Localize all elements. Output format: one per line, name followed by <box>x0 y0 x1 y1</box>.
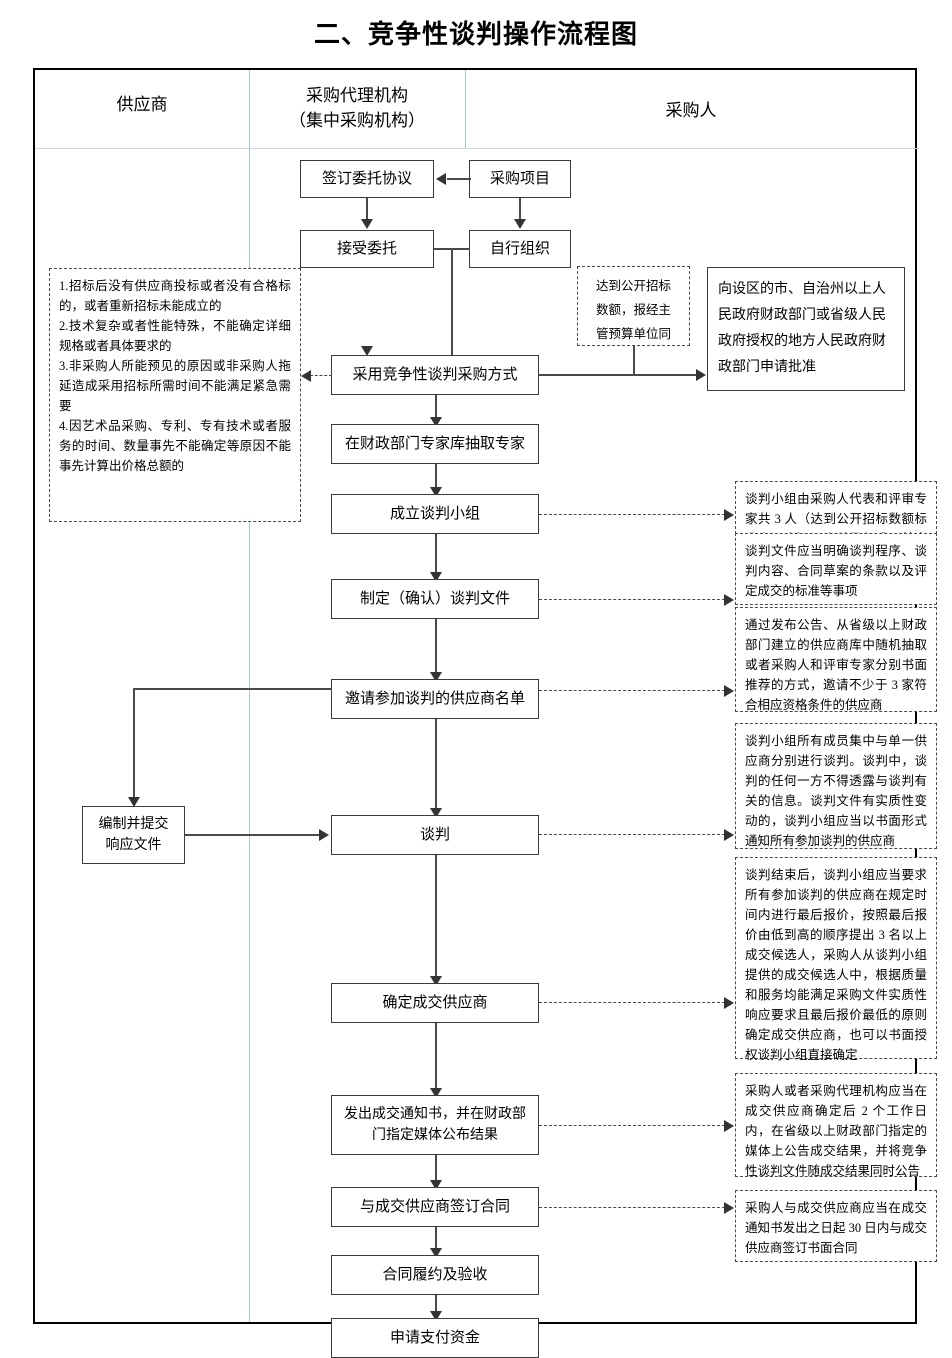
dashed-determine-to-note <box>539 1002 725 1003</box>
note-announce-rules: 采购人或者采购代理机构应当在成交供应商确定后 2 个工作日内，在省级以上财政部门… <box>735 1073 937 1178</box>
note-budget-line3: 管预算单位同 <box>595 327 671 341</box>
arrowhead-draw-to-group <box>430 487 442 497</box>
dashed-group-to-note <box>539 514 725 515</box>
arrowhead-group-to-docs <box>430 572 442 582</box>
lane-divider-2 <box>465 70 466 148</box>
arrowhead-notice-to-contract <box>430 1180 442 1190</box>
lane-title-supplier: 供应商 <box>116 95 168 114</box>
arrowhead-invite-to-note <box>724 685 734 697</box>
node-perform-accept[interactable]: 合同履约及验收 <box>331 1255 539 1295</box>
arrowhead-contract-to-note <box>724 1202 734 1214</box>
node-negotiation[interactable]: 谈判 <box>331 815 539 855</box>
arrowhead-perform-to-payment <box>430 1311 442 1321</box>
lane-divider-1 <box>249 70 250 1322</box>
node-prepare-response-line1: 编制并提交 <box>98 817 169 832</box>
note-condition-4: 4.因艺术品采购、专利、专有技术或者服务的时间、数量事先不能确定等原因不能事先计… <box>59 419 291 473</box>
connector-project-to-sign <box>447 178 471 180</box>
connector-sign-to-accept <box>366 198 368 220</box>
node-form-group[interactable]: 成立谈判小组 <box>331 494 539 534</box>
page-title: 二、竞争性谈判操作流程图 <box>313 20 638 49</box>
node-purchase-project[interactable]: 采购项目 <box>469 160 571 198</box>
note-budget-line1: 达到公开招标 <box>595 279 671 293</box>
lane-title-agency-line2: （集中采购机构） <box>289 111 425 130</box>
arrowhead-determine-to-notice <box>430 1088 442 1098</box>
connector-invite-to-negotiation <box>435 719 437 812</box>
dashed-adopt-to-conditions <box>310 375 332 376</box>
note-contract-rules: 采购人与成交供应商应当在成交通知书发出之日起 30 日内与成交供应商签订书面合同 <box>735 1190 937 1262</box>
arrowhead-adopt-to-conditions <box>301 370 311 382</box>
arrowhead-docs-to-note <box>724 594 734 606</box>
arrowhead-sign-to-accept <box>361 219 373 229</box>
note-condition-3: 3.非采购人所能预见的原因或非采购人拖延造成采用招标所需时间不能满足紧急需要 <box>59 359 291 413</box>
arrowhead-project-to-self <box>514 219 526 229</box>
connector-negotiation-to-determine <box>435 855 437 980</box>
connector-adopt-to-approval <box>539 374 699 376</box>
note-budget-approval: 达到公开招标 数额，报经主 管预算单位同 <box>577 266 690 346</box>
arrowhead-project-to-sign <box>436 173 446 185</box>
arrowhead-to-approval <box>696 369 706 381</box>
note-budget-line2: 数额，报经主 <box>595 303 671 317</box>
connector-notice-to-contract <box>435 1155 437 1184</box>
node-prepare-response-line2: 响应文件 <box>105 838 162 853</box>
connector-docs-to-invite <box>435 619 437 676</box>
connector-adopt-to-draw <box>435 395 437 421</box>
dashed-notice-to-note <box>539 1125 725 1126</box>
node-make-docs[interactable]: 制定（确认）谈判文件 <box>331 579 539 619</box>
connector-supplier-down <box>133 688 135 801</box>
arrowhead-to-prepare-response <box>128 797 140 807</box>
arrowhead-docs-to-invite <box>430 672 442 682</box>
node-sign-entrust[interactable]: 签订委托协议 <box>300 160 434 198</box>
note-negotiation-rules: 谈判小组所有成员集中与单一供应商分别进行谈判。谈判中，谈判的任何一方不得透露与谈… <box>735 723 937 849</box>
dashed-negotiation-to-note <box>539 834 725 835</box>
note-conditions: 1.招标后没有供应商投标或者没有合格标的，或者重新招标未能成立的 2.技术复杂或… <box>49 268 301 522</box>
note-doc-requirements: 谈判文件应当明确谈判程序、谈判内容、合同草案的条款以及评定成交的标准等事项 <box>735 533 937 605</box>
note-condition-1: 1.招标后没有供应商投标或者没有合格标的，或者重新招标未能成立的 <box>59 279 291 313</box>
lane-title-agency-line1: 采购代理机构 <box>306 86 408 105</box>
connector-group-to-docs <box>435 534 437 576</box>
node-apply-payment[interactable]: 申请支付资金 <box>331 1318 539 1358</box>
node-issue-notice-line1: 发出成交通知书，并在财政部 <box>344 1107 526 1122</box>
arrowhead-to-adopt <box>361 346 373 356</box>
arrowhead-group-to-note <box>724 509 734 521</box>
node-determine-supplier[interactable]: 确定成交供应商 <box>331 983 539 1023</box>
note-condition-2: 2.技术复杂或者性能特殊，不能确定详细规格或者具体要求的 <box>59 319 291 353</box>
connector-invite-to-supplier <box>133 688 331 690</box>
arrowhead-negotiation-to-determine <box>430 976 442 986</box>
arrowhead-contract-to-perform <box>430 1248 442 1258</box>
arrowhead-adopt-to-draw <box>430 417 442 427</box>
connector-response-to-negotiation <box>185 834 320 836</box>
node-prepare-response[interactable]: 编制并提交 响应文件 <box>82 806 185 864</box>
connector-join-down <box>451 248 453 356</box>
arrowhead-negotiation-to-note <box>724 829 734 841</box>
connector-project-to-self <box>519 198 521 220</box>
connector-contract-to-perform <box>435 1227 437 1252</box>
lane-header-rule <box>35 148 919 149</box>
note-final-quote-rules: 谈判结束后，谈判小组应当要求所有参加谈判的供应商在规定时间内进行最后报价，按照最… <box>735 857 937 1062</box>
node-accept-entrust[interactable]: 接受委托 <box>300 230 434 268</box>
connector-budget-down <box>633 346 635 375</box>
node-issue-notice-line2: 门指定媒体公布结果 <box>372 1128 498 1143</box>
arrowhead-invite-to-negotiation <box>430 808 442 818</box>
lane-title-purchaser: 采购人 <box>665 101 717 120</box>
note-invite-method: 通过发布公告、从省级以上财政部门建立的供应商库中随机抽取或者采购人和评审专家分别… <box>735 607 937 712</box>
connector-determine-to-notice <box>435 1023 437 1092</box>
node-apply-approval[interactable]: 向设区的市、自治州以上人民政府财政部门或省级人民政府授权的地方人民政府财政部门申… <box>707 267 905 391</box>
arrowhead-response-to-negotiation <box>319 829 329 841</box>
dashed-docs-to-note <box>539 599 725 600</box>
dashed-contract-to-note <box>539 1207 725 1208</box>
node-invite-list[interactable]: 邀请参加谈判的供应商名单 <box>331 679 539 719</box>
flowchart-container: 供应商 采购代理机构 （集中采购机构） 采购人 签订委托协议 采购项目 接受委托… <box>33 68 937 1358</box>
node-adopt-method[interactable]: 采用竞争性谈判采购方式 <box>331 355 539 395</box>
node-self-organize[interactable]: 自行组织 <box>469 230 571 268</box>
dashed-invite-to-note <box>539 690 725 691</box>
node-sign-contract[interactable]: 与成交供应商签订合同 <box>331 1187 539 1227</box>
node-draw-experts[interactable]: 在财政部门专家库抽取专家 <box>331 424 539 464</box>
lane-title-agency: 采购代理机构 （集中采购机构） <box>249 83 465 133</box>
arrowhead-determine-to-note <box>724 997 734 1009</box>
connector-draw-to-group <box>435 464 437 491</box>
arrowhead-notice-to-note <box>724 1120 734 1132</box>
connector-perform-to-payment <box>435 1295 437 1316</box>
node-issue-notice[interactable]: 发出成交通知书，并在财政部 门指定媒体公布结果 <box>331 1095 539 1155</box>
